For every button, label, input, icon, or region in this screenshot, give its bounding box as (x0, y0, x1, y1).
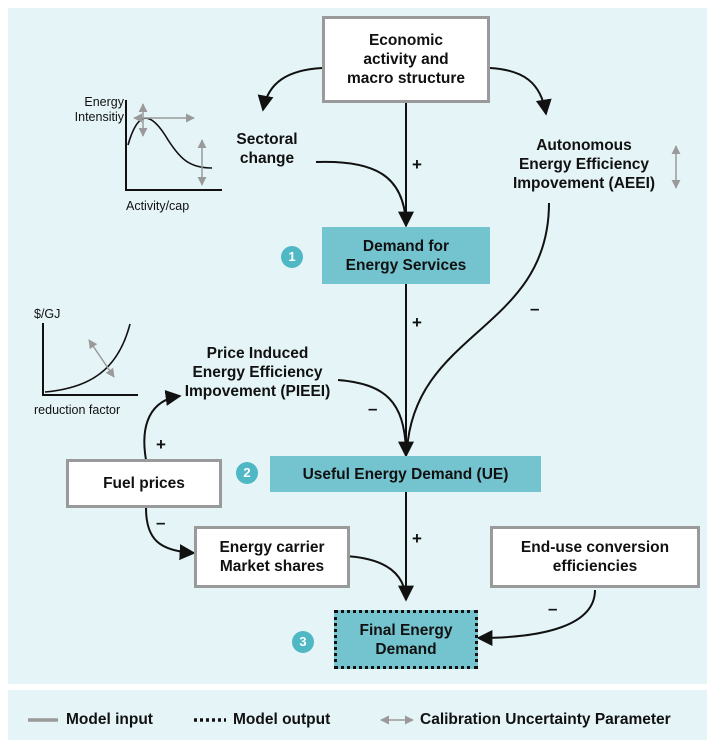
legend-calibration-label: Calibration Uncertainty Parameter (420, 711, 671, 728)
price-chart (42, 323, 138, 396)
legend-model-input-label: Model input (66, 711, 153, 728)
sign-fuel-to-carrier: – (156, 513, 166, 532)
end-use-conversion-box: End-use conversion efficiencies (490, 526, 700, 588)
price-chart-xlabel: reduction factor (34, 403, 121, 417)
price-chart-ylabel: $/GJ (34, 307, 61, 321)
arrow-pieei-to-ue (337, 379, 407, 451)
legend-panel (8, 690, 707, 740)
sign-fuel-to-pieei: + (156, 435, 166, 454)
arrow-economic-to-sectoral (257, 67, 323, 112)
fuel-prices-box: Fuel prices (66, 459, 222, 508)
arrow-fuel-to-carrier (145, 507, 196, 561)
arrow-economic-to-aeei (489, 67, 552, 116)
price-calibration-arrow (88, 339, 115, 378)
sign-enduse-to-final: – (548, 599, 558, 618)
arrow-aeei-to-ue (406, 202, 550, 451)
economic-activity-box: Economic activity and macro structure (322, 16, 490, 103)
legend-model-output-label: Model output (233, 711, 331, 728)
price-axes (42, 323, 138, 396)
sectoral-change-label: Sectoral change (236, 131, 298, 167)
pieei-label: Price Induced Energy Efficiency Impoveme… (184, 345, 331, 400)
sign-sectoral-to-demand: + (412, 155, 422, 174)
intensity-axes (125, 100, 222, 191)
arrow-carrier-to-final (343, 555, 407, 599)
demand-energy-services-box: Demand for Energy Services (322, 227, 490, 284)
useful-energy-demand-box: Useful Energy Demand (UE) (270, 456, 541, 492)
intensity-chart-ylabel: Energy Intensitiy (74, 95, 124, 124)
arrow-enduse-to-final (476, 589, 596, 646)
intensity-chart (125, 100, 222, 191)
sign-ue-to-final: + (412, 529, 422, 548)
final-energy-demand-box: Final Energy Demand (334, 610, 478, 669)
sign-aeei-to-ue: – (530, 299, 540, 318)
step-number-2: 2 (236, 462, 258, 484)
intensity-chart-xlabel: Activity/cap (126, 199, 190, 213)
energy-carrier-box: Energy carrier Market shares (194, 526, 350, 588)
arrow-fuel-to-pieei (143, 389, 182, 461)
intensity-curve (127, 117, 213, 169)
arrow-sectoral-to-demand (315, 160, 407, 225)
sign-demand-to-ue: + (412, 313, 422, 332)
aeei-label: Autonomous Energy Efficiency Impovement … (512, 137, 656, 192)
step-number-3: 3 (292, 631, 314, 653)
step-number-1: 1 (281, 246, 303, 268)
price-curve (44, 323, 131, 393)
sign-pieei-to-ue: – (368, 399, 378, 418)
